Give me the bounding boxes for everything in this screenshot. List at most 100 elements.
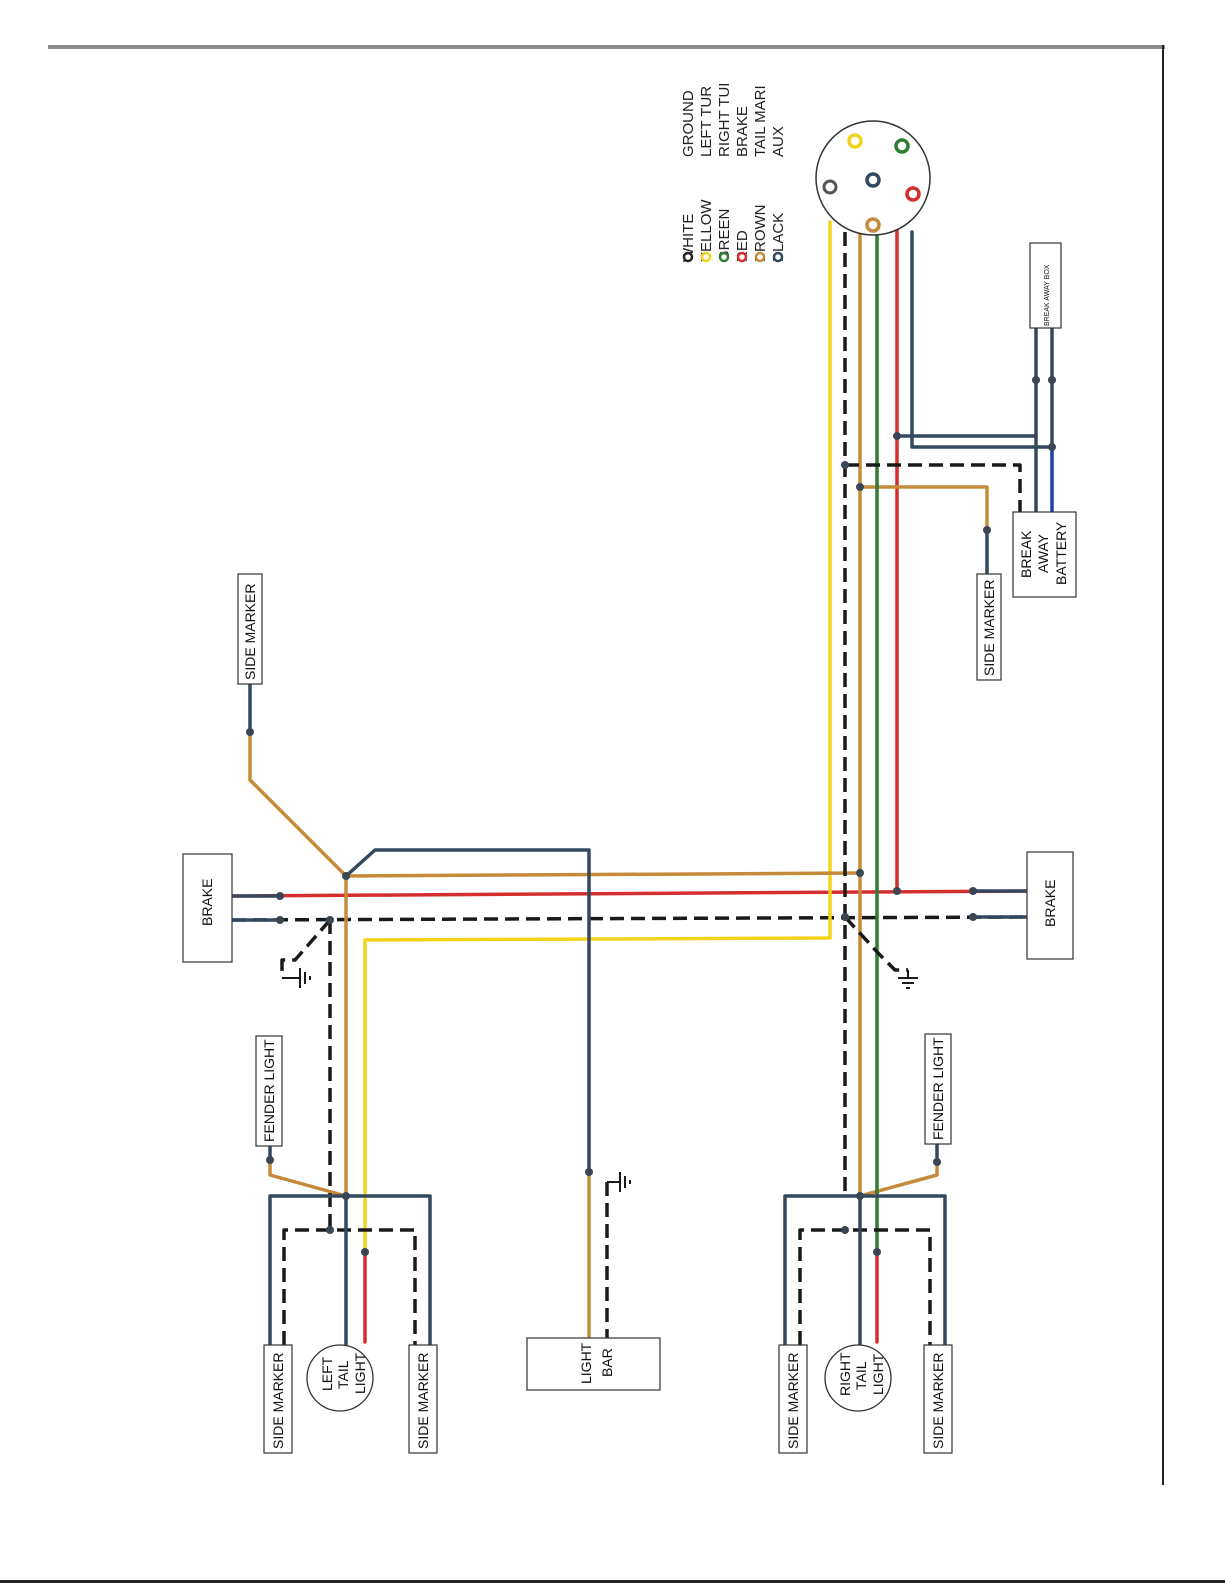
battery-label-line1: BREAK: [1018, 530, 1034, 578]
light-bar: LIGHT BAR: [527, 1338, 660, 1390]
right-tail-label-line1: RIGHT: [837, 1352, 853, 1396]
seven-pin-plug: [816, 121, 930, 235]
side-marker-label: SIDE MARKER: [270, 1353, 286, 1449]
ground-symbols: [282, 968, 918, 1192]
ground-icon: [607, 1172, 630, 1192]
wire-brown-tail-bus: [346, 873, 860, 876]
junction-dot: [969, 913, 977, 921]
wire-yellow-left-turn: [365, 222, 830, 1252]
side-marker-top-right: SIDE MARKER: [977, 574, 1001, 680]
legend-swatch-red-icon: [738, 253, 746, 261]
junction-dot: [893, 432, 901, 440]
junction-dot: [1032, 376, 1040, 384]
legend: WHITE YELLOW GREEN RED BROWN BLACK GROUN…: [680, 83, 787, 262]
wire-ground-bus: [232, 917, 1030, 920]
pin-white-icon: [824, 181, 836, 193]
junction-dot: [326, 916, 334, 924]
brake-right: BRAKE: [1027, 852, 1073, 959]
wire-brown-to-side-marker-right: [860, 487, 987, 530]
legend-function-left-turn: LEFT TUR: [698, 86, 715, 157]
legend-swatch-brown-icon: [756, 253, 764, 261]
side-marker-label: SIDE MARKER: [415, 1353, 431, 1449]
wire-black-light-bar-bus: [346, 850, 589, 1172]
junction-dot: [969, 887, 977, 895]
junction-dot: [585, 1168, 593, 1176]
junction-dot: [856, 1192, 864, 1200]
fender-light-label: FENDER LIGHT: [930, 1037, 946, 1140]
junction-dot: [342, 1192, 350, 1200]
break-away-battery: BREAK AWAY BATTERY: [1013, 512, 1076, 597]
side-marker-label: SIDE MARKER: [981, 580, 997, 676]
junction-dot: [361, 1248, 369, 1256]
left-tail-label-line1: LEFT: [319, 1356, 335, 1391]
legend-function-brake: BRAKE: [734, 106, 751, 157]
junction-dot: [246, 728, 254, 736]
legend-function-aux: AUX: [770, 126, 787, 157]
junction-dot: [326, 1226, 334, 1234]
junction-dot: [893, 887, 901, 895]
wire-brown-fender-right: [860, 1162, 937, 1196]
side-marker-label: SIDE MARKER: [930, 1353, 946, 1449]
wire-ground-left-chassis: [282, 920, 330, 978]
harness-left-inner: [284, 1230, 415, 1345]
harness-left-outer: [270, 1196, 430, 1345]
right-tail-label-line2: TAIL: [853, 1361, 869, 1390]
ground-icon: [282, 968, 310, 988]
junction-dot: [1048, 443, 1056, 451]
junction-dot: [983, 526, 991, 534]
break-away-box: BREAK AWAY BOX: [1030, 243, 1061, 328]
left-tail-light: LEFT TAIL LIGHT: [307, 1345, 373, 1411]
side-marker-bottom-right-2: SIDE MARKER: [924, 1345, 952, 1453]
left-tail-label-line2: TAIL: [335, 1360, 351, 1389]
pin-green-icon: [896, 140, 908, 152]
wire-brown-side-marker-left: [250, 732, 346, 876]
light-bar-label-line1: LIGHT: [578, 1342, 594, 1384]
pin-brown-icon: [867, 219, 879, 231]
junction-dot: [873, 1248, 881, 1256]
pin-black-center-icon: [867, 174, 879, 186]
brake-left-label: BRAKE: [199, 879, 215, 926]
brake-right-label: BRAKE: [1042, 880, 1058, 927]
junction-dot: [841, 461, 849, 469]
junction-dot: [276, 892, 284, 900]
legend-swatch-black-icon: [774, 253, 782, 261]
wire-brown-fender-left: [270, 1160, 346, 1196]
battery-label-line3: BATTERY: [1053, 521, 1069, 585]
junction-dot: [933, 1158, 941, 1166]
wires: [232, 222, 1052, 1345]
junction-dot: [856, 869, 864, 877]
side-marker-bottom-right-1: SIDE MARKER: [779, 1345, 807, 1453]
junction-dot: [841, 1226, 849, 1234]
side-marker-label: SIDE MARKER: [785, 1353, 801, 1449]
wire-red-brake-bus: [232, 891, 1030, 896]
pin-yellow-icon: [849, 135, 861, 147]
legend-function-right-turn: RIGHT TUI: [716, 83, 733, 157]
junction-dot: [856, 483, 864, 491]
pin-red-icon: [907, 188, 919, 200]
side-marker-bottom-left-2: SIDE MARKER: [409, 1345, 437, 1453]
left-tail-label-line3: LIGHT: [352, 1352, 368, 1394]
legend-swatch-yellow-icon: [702, 253, 710, 261]
battery-label-line2: AWAY: [1035, 533, 1051, 573]
right-tail-label-line3: LIGHT: [870, 1353, 886, 1395]
ground-icon: [898, 970, 918, 988]
legend-swatch-green-icon: [720, 253, 728, 261]
junction-dot: [1048, 376, 1056, 384]
legend-function-ground: GROUND: [680, 90, 697, 157]
junction-dot: [266, 1156, 274, 1164]
side-marker-top-left: SIDE MARKER: [238, 574, 262, 684]
wire-black-aux-2: [897, 328, 1036, 436]
fender-light-right: FENDER LIGHT: [925, 1034, 951, 1144]
light-bar-label-line2: BAR: [599, 1348, 615, 1377]
side-marker-label: SIDE MARKER: [242, 584, 258, 680]
legend-swatch-white-icon: [684, 253, 692, 261]
legend-function-tail-marker: TAIL MARI: [752, 85, 769, 157]
junction-dot: [276, 916, 284, 924]
harness-right-inner: [800, 1230, 930, 1345]
fender-light-label: FENDER LIGHT: [261, 1039, 277, 1142]
harness-right-outer: [785, 1196, 945, 1345]
brake-left: BRAKE: [183, 854, 232, 962]
junction-dot: [342, 872, 350, 880]
junction-dot: [841, 913, 849, 921]
